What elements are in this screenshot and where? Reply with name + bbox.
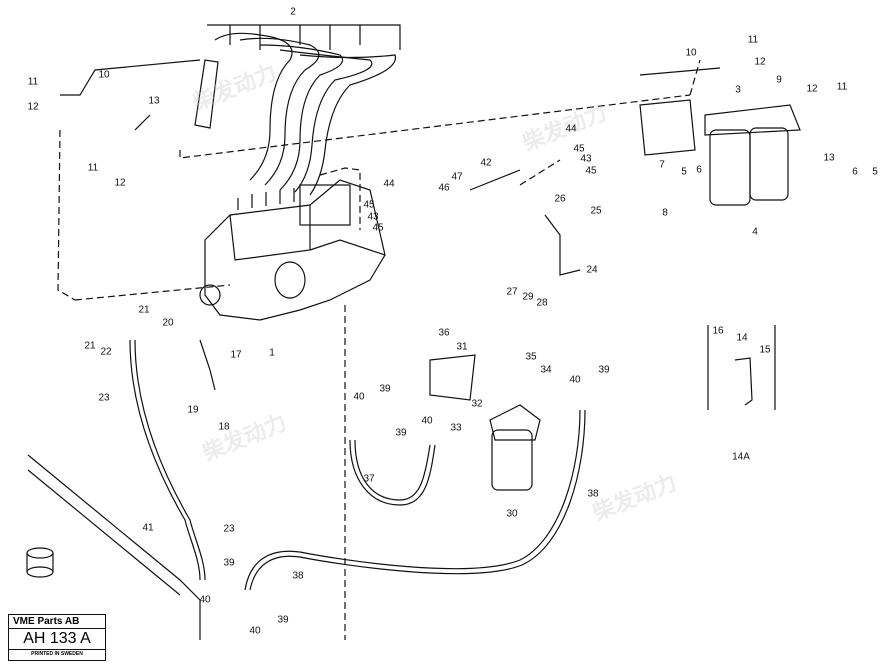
callout-27[interactable]: 27 (506, 286, 518, 298)
callout-21[interactable]: 21 (138, 304, 150, 316)
callout-46[interactable]: 46 (438, 182, 450, 194)
callout-11[interactable]: 11 (27, 76, 39, 88)
callout-15[interactable]: 15 (759, 344, 771, 356)
callout-21[interactable]: 21 (84, 340, 96, 352)
callout-34[interactable]: 34 (540, 364, 552, 376)
callout-40[interactable]: 40 (199, 594, 211, 606)
callout-11[interactable]: 11 (747, 34, 759, 46)
callout-39[interactable]: 39 (395, 427, 407, 439)
callout-39[interactable]: 39 (379, 383, 391, 395)
callout-37[interactable]: 37 (363, 473, 375, 485)
callout-39[interactable]: 39 (277, 614, 289, 626)
callout-4[interactable]: 4 (752, 226, 758, 238)
callout-16[interactable]: 16 (712, 325, 724, 337)
callout-38[interactable]: 38 (292, 570, 304, 582)
callout-40[interactable]: 40 (249, 625, 261, 637)
callout-12[interactable]: 12 (114, 177, 126, 189)
callout-23[interactable]: 23 (223, 523, 235, 535)
title-plate: VME Parts AB AH 133 A PRINTED IN SWEDEN (8, 614, 106, 661)
callout-10[interactable]: 10 (685, 47, 697, 59)
callout-29[interactable]: 29 (522, 291, 534, 303)
callout-8[interactable]: 8 (662, 207, 668, 219)
callout-44[interactable]: 44 (383, 178, 395, 190)
callout-38[interactable]: 38 (587, 488, 599, 500)
callout-41[interactable]: 41 (142, 522, 154, 534)
callout-30[interactable]: 30 (506, 508, 518, 520)
plate-code: AH 133 A (9, 629, 105, 650)
fuel-filter-assembly (639, 99, 801, 206)
callout-25[interactable]: 25 (590, 205, 602, 217)
callout-5[interactable]: 5 (872, 166, 878, 178)
callout-11[interactable]: 11 (87, 162, 99, 174)
callout-22[interactable]: 22 (100, 346, 112, 358)
callout-31[interactable]: 31 (456, 341, 468, 353)
callout-33[interactable]: 33 (450, 422, 462, 434)
callout-2[interactable]: 2 (290, 6, 296, 18)
injection-pipes (194, 24, 401, 196)
callout-26[interactable]: 26 (554, 193, 566, 205)
callout-35[interactable]: 35 (525, 351, 537, 363)
callout-47[interactable]: 47 (451, 171, 463, 183)
pipes (60, 59, 721, 276)
callout-28[interactable]: 28 (536, 297, 548, 309)
callout-6[interactable]: 6 (852, 166, 858, 178)
callout-39[interactable]: 39 (223, 557, 235, 569)
callout-45[interactable]: 45 (363, 199, 375, 211)
callout-18[interactable]: 18 (218, 421, 230, 433)
callout-45[interactable]: 45 (585, 165, 597, 177)
callout-1[interactable]: 1 (269, 347, 275, 359)
callout-11[interactable]: 11 (836, 81, 848, 93)
callout-42[interactable]: 42 (480, 157, 492, 169)
frame-bracket (26, 454, 201, 640)
callout-45[interactable]: 45 (372, 222, 384, 234)
callout-39[interactable]: 39 (598, 364, 610, 376)
callout-3[interactable]: 3 (735, 84, 741, 96)
plate-company: VME Parts AB (9, 615, 105, 629)
callout-44[interactable]: 44 (565, 123, 577, 135)
callout-19[interactable]: 19 (187, 404, 199, 416)
callout-7[interactable]: 7 (659, 159, 665, 171)
callout-20[interactable]: 20 (162, 317, 174, 329)
callout-40[interactable]: 40 (421, 415, 433, 427)
callout-36[interactable]: 36 (438, 327, 450, 339)
callout-32[interactable]: 32 (471, 398, 483, 410)
callout-43[interactable]: 43 (580, 153, 592, 165)
callout-12[interactable]: 12 (754, 56, 766, 68)
callout-13[interactable]: 13 (148, 95, 160, 107)
plate-printed: PRINTED IN SWEDEN (31, 651, 83, 657)
hoses (129, 339, 586, 591)
callout-13[interactable]: 13 (823, 152, 835, 164)
dashed-connections (57, 59, 701, 640)
callout-12[interactable]: 12 (806, 83, 818, 95)
injection-pump (199, 179, 386, 321)
callout-45[interactable]: 45 (573, 143, 585, 155)
filter-30 (429, 354, 541, 491)
callout-24[interactable]: 24 (586, 264, 598, 276)
detail-14a (707, 325, 776, 410)
callout-5[interactable]: 5 (681, 166, 687, 178)
callout-43[interactable]: 43 (367, 211, 379, 223)
callout-23[interactable]: 23 (98, 392, 110, 404)
callout-40[interactable]: 40 (569, 374, 581, 386)
callout-12[interactable]: 12 (27, 101, 39, 113)
callout-17[interactable]: 17 (230, 349, 242, 361)
callout-10[interactable]: 10 (98, 69, 110, 81)
callout-14[interactable]: 14 (736, 332, 748, 344)
callout-6[interactable]: 6 (696, 164, 702, 176)
callout-40[interactable]: 40 (353, 391, 365, 403)
callout-14a[interactable]: 14A (732, 451, 750, 463)
callout-9[interactable]: 9 (776, 74, 782, 86)
